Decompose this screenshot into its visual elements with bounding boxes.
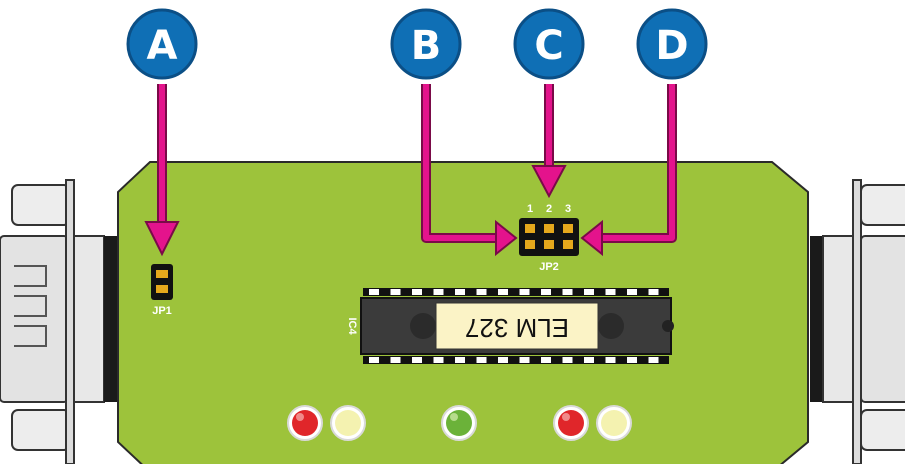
chip-pin (390, 289, 401, 295)
chip-pin (584, 289, 594, 295)
chip-pin (562, 289, 573, 295)
chip-pin (455, 357, 465, 363)
chip-pin (605, 289, 616, 295)
chip-pin (541, 289, 551, 295)
jp1-label: JP1 (152, 305, 172, 317)
chip-pin (390, 357, 401, 363)
callout-b-letter: B (411, 23, 442, 69)
callout-d: D (636, 8, 708, 80)
jp2-jumper (519, 218, 579, 256)
jp2-label: JP2 (539, 261, 559, 273)
chip-pin (412, 289, 422, 295)
led-red-right (553, 405, 589, 441)
chip-pin (541, 357, 551, 363)
chip-pin (648, 289, 659, 295)
chip-pin (498, 289, 508, 295)
arrow-b (423, 84, 518, 257)
jp2-pin3-label: 3 (565, 203, 571, 215)
chip-pin (519, 289, 530, 295)
chip-pin (627, 289, 637, 295)
chip-pin (476, 289, 487, 295)
chip-pin (433, 289, 444, 295)
left-db9-connector (0, 179, 122, 464)
jp2-pin1-label: 1 (527, 203, 533, 215)
chip-pin (455, 289, 465, 295)
chip-pin (476, 357, 487, 363)
arrow-c (531, 84, 567, 199)
callout-c-letter: C (534, 23, 563, 69)
led-yellow-left (330, 405, 366, 441)
callout-a-letter: A (147, 23, 178, 69)
chip-pin (562, 357, 573, 363)
chip-pin (412, 357, 422, 363)
callout-b: B (390, 8, 462, 80)
callout-a: A (126, 8, 198, 80)
chip-pin (648, 357, 659, 363)
callout-c: C (513, 8, 585, 80)
led-yellow-right (596, 405, 632, 441)
chip-pin (584, 357, 594, 363)
chip-pin (627, 357, 637, 363)
callout-d-letter: D (655, 23, 688, 69)
jp2-pin2-label: 2 (546, 203, 552, 215)
arrow-d (580, 84, 675, 257)
elm327-chip (360, 288, 674, 364)
chip-pin (519, 357, 530, 363)
chip-pin (433, 357, 444, 363)
chip-label: ELM 327 (465, 313, 569, 343)
led-green (441, 405, 477, 441)
right-db9-connector (810, 179, 905, 464)
chip-pin (498, 357, 508, 363)
chip-pin (369, 289, 379, 295)
chip-pin (605, 357, 616, 363)
chip-pin (369, 357, 379, 363)
jp1-jumper (151, 264, 173, 300)
arrow-a (144, 84, 180, 257)
ic-label: IC4 (346, 317, 358, 335)
led-red-left (287, 405, 323, 441)
